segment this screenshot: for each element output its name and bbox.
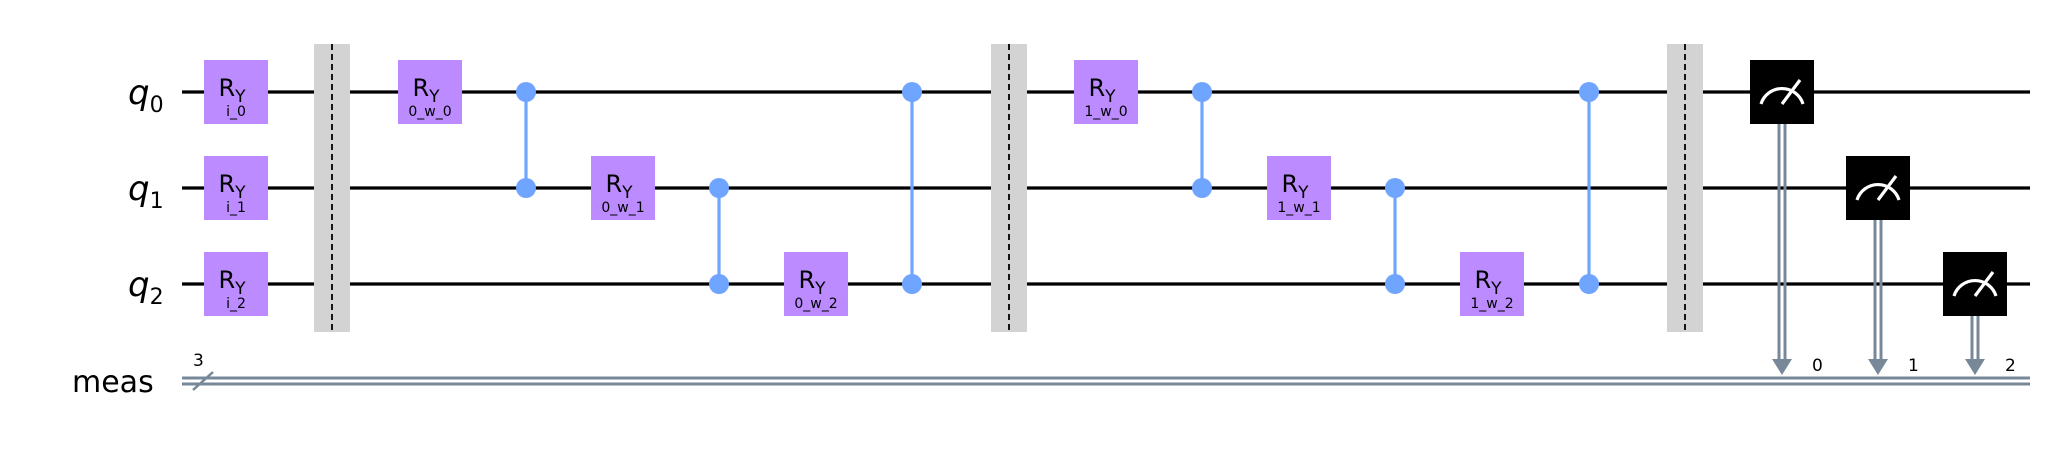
wires-layer [182, 90, 2030, 391]
ry-gate-symbol-sub: Y [234, 183, 246, 203]
cz-control-dot [1192, 82, 1212, 102]
ry-gate [784, 252, 848, 316]
ry-gate-symbol: RY [1088, 74, 1116, 107]
qubit-label-2: q2 [128, 265, 164, 310]
meter-needle-icon [1973, 271, 1995, 297]
ry-gate-symbol-sub: Y [234, 87, 246, 107]
measure-gate [1750, 60, 1814, 124]
ry-gate-symbol-sub: Y [621, 183, 633, 203]
cz-control-dot [902, 82, 922, 102]
meter-needle-icon [1780, 79, 1802, 105]
ry-gate-parameter: 1_w_1 [1277, 200, 1320, 216]
ry-gate-symbol-main: R [218, 170, 235, 198]
ry-gate [204, 252, 268, 316]
measure-arrow-head [1868, 359, 1888, 375]
ry-gate [1460, 252, 1524, 316]
cz-control-dot [1385, 178, 1405, 198]
classical-bit-index: 2 [2005, 356, 2016, 376]
meter-arc-icon [1952, 279, 1998, 297]
meter-arc-icon [1855, 183, 1901, 201]
qubit-label-name: q [128, 73, 150, 113]
cz-control-dot [709, 178, 729, 198]
qubit-label-name: q [128, 169, 150, 209]
ry-gate-symbol-sub: Y [814, 279, 826, 299]
meter-arc-icon [1759, 87, 1805, 105]
ry-gate-parameter: i_0 [226, 104, 246, 120]
ry-gate-symbol-main: R [1088, 74, 1105, 102]
ry-gate-parameter: i_1 [226, 200, 246, 216]
qubit-label-1: q1 [128, 169, 164, 214]
measure-arrow-head [1772, 359, 1792, 375]
cz-control-dot [516, 178, 536, 198]
measure-gate [1943, 252, 2007, 316]
ry-gate-symbol-sub: Y [234, 279, 246, 299]
ry-gate [398, 60, 462, 124]
meter-needle-icon [1876, 175, 1898, 201]
ry-gate-symbol-main: R [218, 266, 235, 294]
ry-gate [591, 156, 655, 220]
ry-gate-symbol-sub: Y [1297, 183, 1309, 203]
ry-gate [204, 60, 268, 124]
ry-gate-parameter: i_2 [226, 296, 246, 312]
classical-register-width: 3 [193, 351, 204, 371]
cz-control-dot [1385, 274, 1405, 294]
ry-gate-symbol: RY [1281, 170, 1309, 203]
classical-width-slash [192, 371, 214, 391]
ry-gate-symbol-main: R [798, 266, 815, 294]
qubit-label-name: q [128, 265, 150, 305]
cz-control-dot [516, 82, 536, 102]
ry-gate-parameter: 0_w_2 [794, 296, 837, 312]
ry-gate [1074, 60, 1138, 124]
qubit-label-index: 2 [150, 285, 164, 310]
qubit-label-0: q0 [128, 73, 164, 118]
ry-gate-symbol-sub: Y [1490, 279, 1502, 299]
measure-gate [1846, 156, 1910, 220]
ry-gate-symbol: RY [218, 74, 246, 107]
ry-gate-parameter: 0_w_1 [601, 200, 644, 216]
ry-gate-parameter: 1_w_0 [1084, 104, 1127, 120]
elements-layer: RYi_0RYi_1RYi_2RY0_w_0RY0_w_1RY0_w_2RY1_… [204, 44, 2007, 375]
ry-gate-symbol-main: R [218, 74, 235, 102]
ry-gate-symbol-main: R [1281, 170, 1298, 198]
ry-gate [1267, 156, 1331, 220]
classical-bit-index: 1 [1908, 356, 1919, 376]
ry-gate-symbol-main: R [1474, 266, 1491, 294]
ry-gate-parameter: 1_w_2 [1470, 296, 1513, 312]
measure-arrow-head [1965, 359, 1985, 375]
ry-gate [204, 156, 268, 220]
ry-gate-symbol: RY [412, 74, 440, 107]
qubit-label-index: 0 [150, 93, 164, 118]
ry-gate-symbol-sub: Y [1104, 87, 1116, 107]
ry-gate-symbol-sub: Y [428, 87, 440, 107]
ry-gate-symbol-main: R [412, 74, 429, 102]
ry-gate-parameter: 0_w_0 [408, 104, 451, 120]
cz-control-dot [1579, 82, 1599, 102]
ry-gate-symbol: RY [218, 170, 246, 203]
ry-gate-symbol: RY [1474, 266, 1502, 299]
ry-gate-symbol-main: R [605, 170, 622, 198]
qubit-label-index: 1 [150, 189, 164, 214]
cz-control-dot [709, 274, 729, 294]
classical-register-label: meas [72, 365, 154, 400]
classical-bit-index: 0 [1812, 356, 1823, 376]
cz-control-dot [902, 274, 922, 294]
ry-gate-symbol: RY [605, 170, 633, 203]
ry-gate-symbol: RY [798, 266, 826, 299]
cz-control-dot [1192, 178, 1212, 198]
cz-control-dot [1579, 274, 1599, 294]
ry-gate-symbol: RY [218, 266, 246, 299]
